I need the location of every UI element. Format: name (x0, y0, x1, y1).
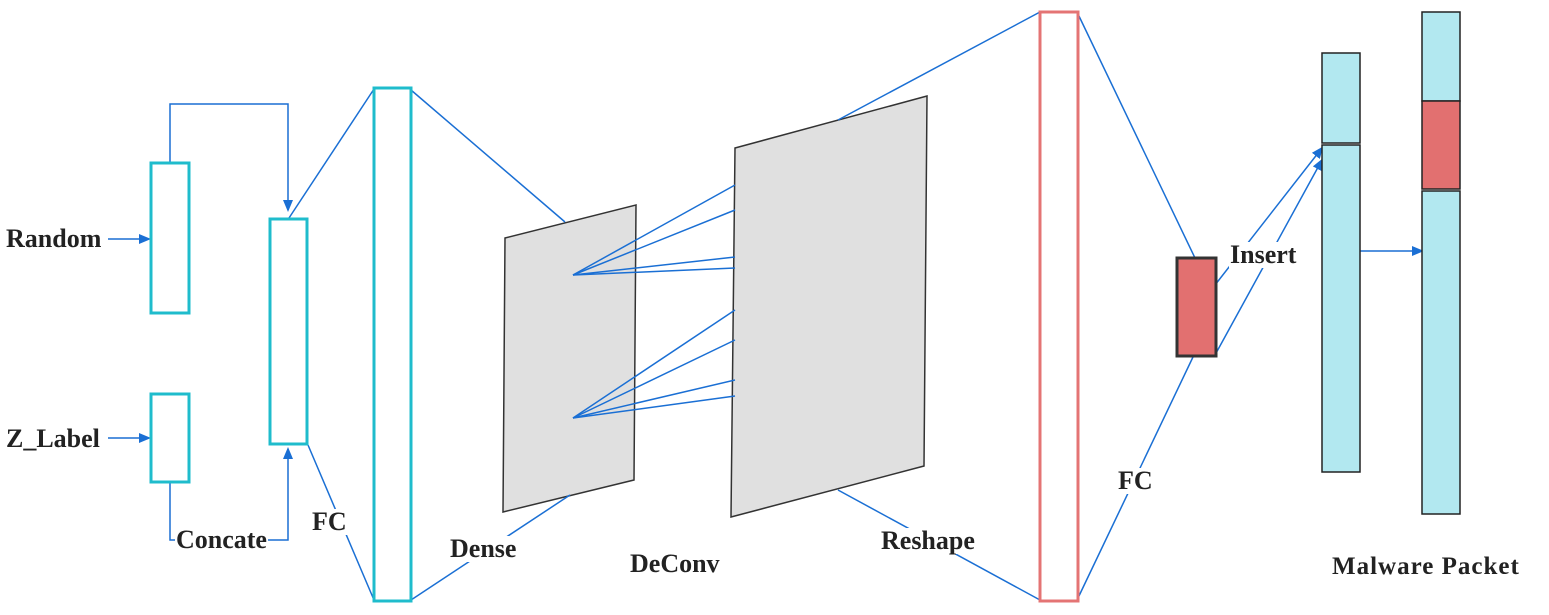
fc-right-label: FC (1117, 466, 1154, 495)
packet-column (1321, 52, 1361, 473)
insert-label: Insert (1229, 240, 1298, 269)
inserted-malware-segment (1421, 100, 1461, 190)
malware-packet-column (1421, 11, 1461, 515)
concate-label: Concate (175, 525, 268, 554)
reshape-output-column (1038, 10, 1080, 603)
concat-vector-box (268, 217, 309, 446)
dense-label: Dense (449, 534, 518, 563)
random-input-box (149, 161, 191, 315)
z-label-label: Z_Label (5, 424, 101, 453)
malware-packet-label: Malware Packet (1332, 553, 1520, 580)
fc-left-label: FC (311, 507, 348, 536)
dense-feature-map (502, 204, 637, 513)
reshape-label: Reshape (880, 526, 976, 555)
connector-lines (108, 11, 1424, 601)
fc-layer-column (372, 86, 413, 603)
random-to-concat-line (169, 103, 293, 212)
fc-output-block (1175, 256, 1218, 358)
random-label: Random (5, 224, 103, 253)
deconv-label: DeConv (630, 549, 720, 578)
deconv-feature-map (730, 95, 928, 518)
z-label-input-box (149, 392, 191, 484)
